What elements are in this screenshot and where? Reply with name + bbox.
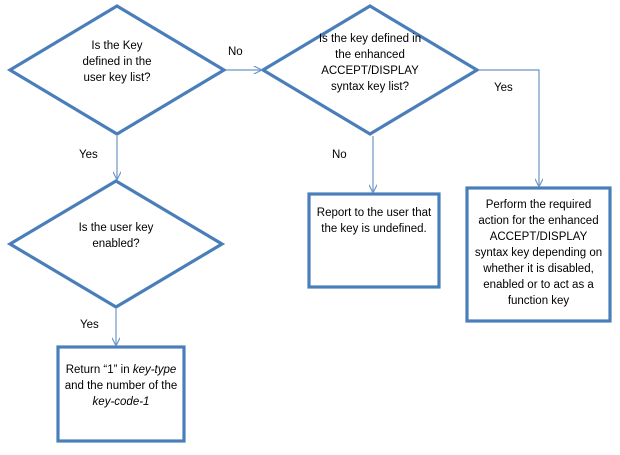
process-shape-perform-enhanced-syntax-key-action [465,186,612,323]
edge-label-d1-yes: Yes [79,149,98,161]
decision-node-is-key-defined-in-user-key-list[interactable] [10,6,224,134]
edge-label-d2-no: No [332,149,347,161]
edge-label-d1-no: No [228,46,243,58]
edge-label-d2-yes: Yes [494,82,513,94]
process-node-report-key-undefined[interactable] [309,194,439,287]
process-node-return-key-type-and-key-code[interactable] [58,347,184,441]
decision-shape-is-key-defined-in-enhanced-syntax-key-list [259,4,481,136]
decision-shape-is-user-key-enabled [6,179,226,309]
edge-label-d3-yes: Yes [80,319,99,331]
process-node-perform-enhanced-syntax-key-action[interactable] [467,188,610,321]
decision-shape-is-key-defined-in-user-key-list [6,4,228,136]
connector-d2-yes-to-p3 [479,69,539,186]
process-shape-report-key-undefined [307,192,441,289]
decision-node-is-user-key-enabled[interactable] [10,181,222,307]
decision-node-is-key-defined-in-enhanced-syntax-key-list[interactable] [263,6,477,134]
process-shape-return-key-type-and-key-code [56,345,186,443]
